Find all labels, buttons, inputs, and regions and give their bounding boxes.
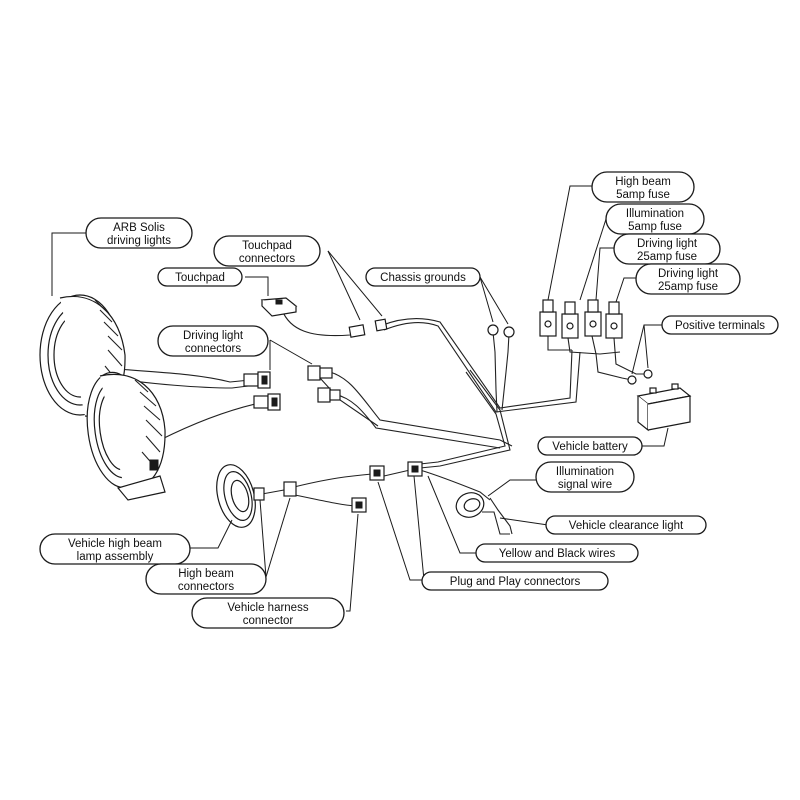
callout-illumination-signal-line-2: signal wire bbox=[558, 479, 612, 491]
callout-illumination-fuse-line-1: Illumination bbox=[626, 208, 684, 220]
wiring-harness bbox=[109, 309, 648, 535]
callout-driving-fuse-2-line-1: Driving light bbox=[658, 268, 719, 280]
callout-high-beam-lamp-line-1: Vehicle high beam bbox=[68, 538, 162, 550]
fuse-driving-light-1 bbox=[584, 299, 602, 337]
harness-connector-b bbox=[317, 387, 341, 403]
fuse-high-beam bbox=[539, 299, 557, 337]
callout-touchpad-line-1: Touchpad bbox=[175, 272, 225, 284]
fuse-driving-light-2 bbox=[605, 301, 623, 339]
callout-driving-light-connectors-line-1: Driving light bbox=[183, 330, 244, 342]
callout-driving-fuse-1-line-2: 25amp fuse bbox=[637, 251, 697, 263]
touchpad-connector-plug bbox=[348, 318, 388, 338]
callout-high-beam-lamp-line-2: lamp assembly bbox=[77, 551, 154, 563]
callout-driving-fuse-1: Driving light 25amp fuse bbox=[613, 233, 721, 265]
callout-arb-lights-line-1: ARB Solis bbox=[113, 222, 165, 234]
callout-high-beam-connectors-line-2: connectors bbox=[178, 581, 235, 593]
callout-high-beam-lamp: Vehicle high beam lamp assembly bbox=[39, 533, 191, 565]
callout-touchpad: Touchpad bbox=[157, 267, 243, 287]
callout-yellow-black: Yellow and Black wires bbox=[475, 543, 639, 563]
callout-arb-lights: ARB Solis driving lights bbox=[85, 217, 193, 249]
callout-plug-play: Plug and Play connectors bbox=[421, 571, 609, 591]
callout-high-beam-fuse-line-1: High beam bbox=[615, 176, 671, 188]
callout-harness-connector: Vehicle harness connector bbox=[191, 597, 345, 629]
callout-touchpad-connectors: Touchpad connectors bbox=[213, 235, 321, 267]
callout-touchpad-connectors-line-2: connectors bbox=[239, 253, 296, 265]
callout-illumination-fuse: Illumination 5amp fuse bbox=[605, 203, 705, 235]
callout-driving-fuse-2: Driving light 25amp fuse bbox=[635, 263, 741, 295]
callout-chassis-grounds: Chassis grounds bbox=[365, 267, 481, 287]
callout-chassis-grounds-line-1: Chassis grounds bbox=[380, 272, 466, 284]
plug-play-connector-a bbox=[369, 465, 385, 481]
callout-harness-connector-line-2: connector bbox=[243, 615, 294, 627]
plug-play-connector-b bbox=[407, 461, 423, 477]
callout-clearance-light: Vehicle clearance light bbox=[545, 515, 707, 535]
callout-yellow-black-line-1: Yellow and Black wires bbox=[499, 548, 616, 560]
driving-light-connector-lower bbox=[253, 393, 281, 411]
callout-positive-terminals-line-1: Positive terminals bbox=[675, 320, 765, 332]
callout-illumination-signal-line-1: Illumination bbox=[556, 466, 614, 478]
vehicle-clearance-light bbox=[455, 492, 510, 535]
high-beam-connector bbox=[283, 481, 297, 497]
callout-plug-play-line-1: Plug and Play connectors bbox=[450, 576, 581, 588]
callout-clearance-light-line-1: Vehicle clearance light bbox=[569, 520, 684, 532]
callout-driving-light-connectors-line-2: connectors bbox=[185, 343, 242, 355]
callout-high-beam-connectors: High beam connectors bbox=[145, 563, 267, 595]
vehicle-high-beam-lamp bbox=[216, 464, 265, 528]
callout-high-beam-fuse-line-2: 5amp fuse bbox=[616, 189, 670, 201]
arb-solis-light-front bbox=[86, 371, 166, 501]
callout-high-beam-fuse: High beam 5amp fuse bbox=[591, 171, 695, 203]
callout-positive-terminals: Positive terminals bbox=[661, 315, 779, 335]
callout-illumination-fuse-line-2: 5amp fuse bbox=[628, 221, 682, 233]
fuse-illumination bbox=[561, 301, 579, 339]
harness-connector-a bbox=[307, 365, 333, 381]
callout-driving-light-connectors: Driving light connectors bbox=[157, 325, 269, 357]
chassis-ground-rings bbox=[487, 324, 515, 338]
leader-lines bbox=[51, 185, 669, 612]
callout-driving-fuse-2-line-2: 25amp fuse bbox=[658, 281, 718, 293]
callout-harness-connector-line-1: Vehicle harness bbox=[227, 602, 308, 614]
callout-high-beam-connectors-line-1: High beam bbox=[178, 568, 234, 580]
touchpad-unit bbox=[260, 297, 298, 317]
callout-vehicle-battery: Vehicle battery bbox=[537, 436, 643, 456]
callout-vehicle-battery-line-1: Vehicle battery bbox=[552, 441, 628, 453]
callout-driving-fuse-1-line-1: Driving light bbox=[637, 238, 698, 250]
vehicle-battery bbox=[636, 383, 692, 432]
vehicle-harness-connector bbox=[351, 497, 367, 513]
driving-light-connector-upper bbox=[243, 371, 271, 389]
positive-terminal-rings bbox=[627, 369, 653, 385]
callout-arb-lights-line-2: driving lights bbox=[107, 235, 171, 247]
callout-illumination-signal: Illumination signal wire bbox=[535, 461, 635, 493]
callout-touchpad-connectors-line-1: Touchpad bbox=[242, 240, 292, 252]
